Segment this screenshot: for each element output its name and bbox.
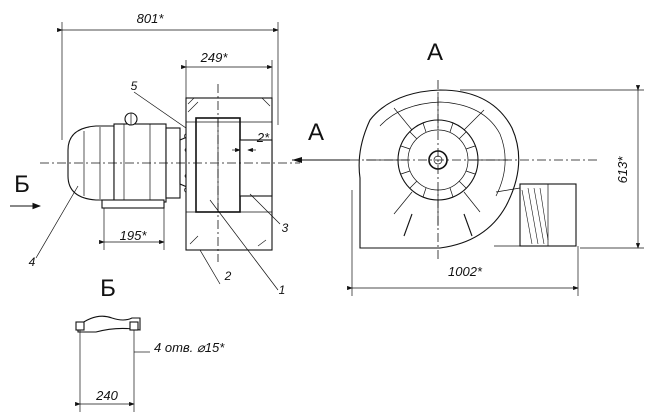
leader-4 [35,185,79,259]
callout-4: 4 [29,255,36,269]
side-view [10,22,350,291]
motor-foot [101,199,165,209]
view-b-mark: Б [14,171,30,198]
front-view-a [347,80,644,296]
view-b-title: Б [100,275,116,302]
dim-gap: 2* [256,130,270,145]
view-a-title: A [427,39,443,66]
dim-casing-width: 1002* [448,264,483,279]
annotations: 801* 249* 2* 195* 1002* 613* 4 отв. ⌀15*… [14,11,630,403]
outlet-duct [239,139,273,197]
foot-detail [77,315,141,333]
motor-body [113,123,167,203]
dim-casing-height: 613* [615,156,630,184]
leader-1 [209,199,279,291]
view-b [75,315,150,412]
callout-1: 1 [279,283,286,297]
leader-3 [249,193,281,225]
dim-base: 195* [120,228,148,243]
dim-foot-spacing: 240 [95,388,118,403]
outlet-hatch [521,187,549,245]
holes-note: 4 отв. ⌀15* [154,340,225,355]
view-a-mark: A [308,119,324,146]
dim-housing: 249* [200,50,229,65]
leader-5 [133,91,187,129]
callout-3: 3 [282,221,289,235]
dim-overall: 801* [137,11,165,26]
callout-5: 5 [131,79,138,93]
leader-2 [199,249,221,285]
callout-2: 2 [224,269,232,283]
